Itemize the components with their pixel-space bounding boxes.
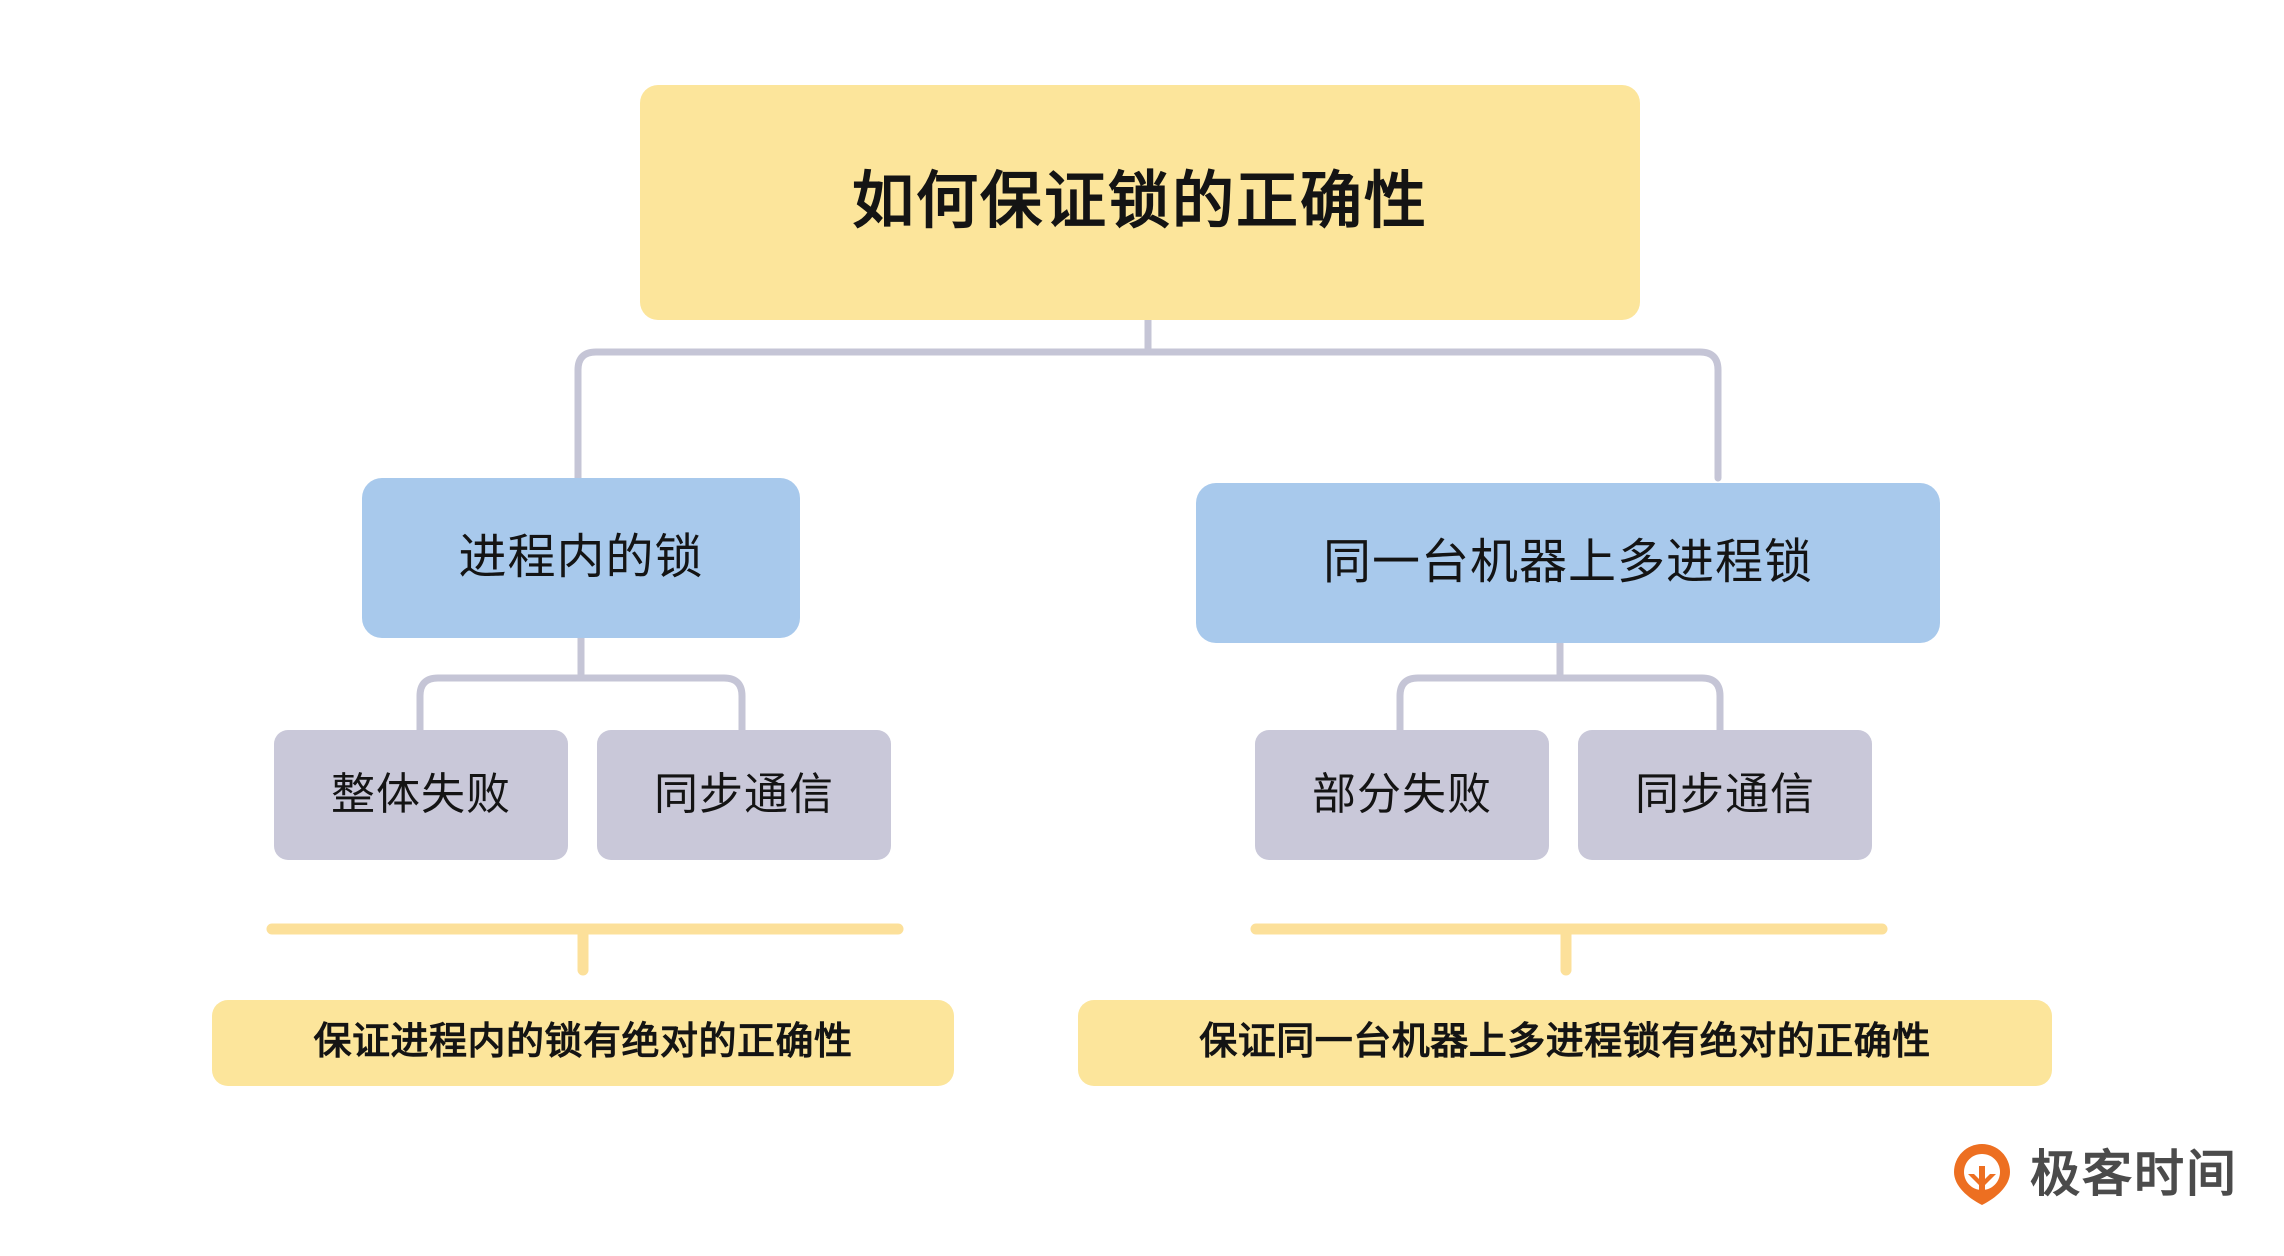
leaf-node-sync-communication-left: 同步通信 xyxy=(597,730,891,860)
leaf-node-total-failure: 整体失败 xyxy=(274,730,568,860)
leaf-node-partial-failure: 部分失败 xyxy=(1255,730,1549,860)
conclusion-node-multi-process-lock: 保证同一台机器上多进程锁有绝对的正确性 xyxy=(1078,1000,2052,1086)
conclusion-node-in-process-lock: 保证进程内的锁有绝对的正确性 xyxy=(212,1000,954,1086)
branch-node-in-process-lock: 进程内的锁 xyxy=(362,478,800,638)
leaf-node-sync-communication-right: 同步通信 xyxy=(1578,730,1872,860)
brand-name: 极客时间 xyxy=(2030,1146,2238,1202)
geektime-pin-icon xyxy=(1950,1142,2014,1206)
branch-node-multi-process-lock: 同一台机器上多进程锁 xyxy=(1196,483,1940,643)
root-node-title: 如何保证锁的正确性 xyxy=(640,85,1640,320)
watermark-logo: 极客时间 xyxy=(1950,1142,2238,1206)
